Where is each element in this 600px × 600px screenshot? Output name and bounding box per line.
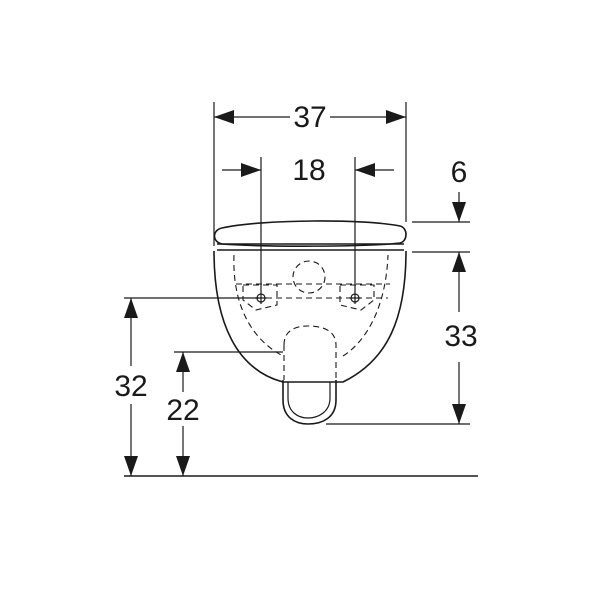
dimension-overall-width: 37: [213, 101, 407, 246]
dimension-label-overall-width: 37: [293, 101, 326, 134]
dimension-outlet-height: 22: [166, 351, 283, 476]
fixing-point-right: [339, 284, 375, 311]
dimension-bowl-height: 33: [326, 252, 478, 425]
dimension-label-outlet-height: 22: [166, 394, 199, 427]
dimension-label-fixing-spacing: 18: [292, 154, 325, 187]
toilet-seat: [213, 220, 407, 251]
outlet-spigot: [282, 325, 337, 425]
flush-inlet: [292, 260, 326, 294]
dimension-fixing-height: 32: [114, 297, 259, 476]
toilet-bowl: [213, 250, 407, 383]
dimension-label-seat-thickness: 6: [451, 156, 468, 189]
dimension-label-fixing-height: 32: [114, 370, 147, 403]
dimension-fixing-spacing: 18: [222, 154, 394, 292]
dimension-label-bowl-height: 33: [444, 320, 477, 353]
dimension-seat-thickness: 6: [412, 156, 470, 253]
